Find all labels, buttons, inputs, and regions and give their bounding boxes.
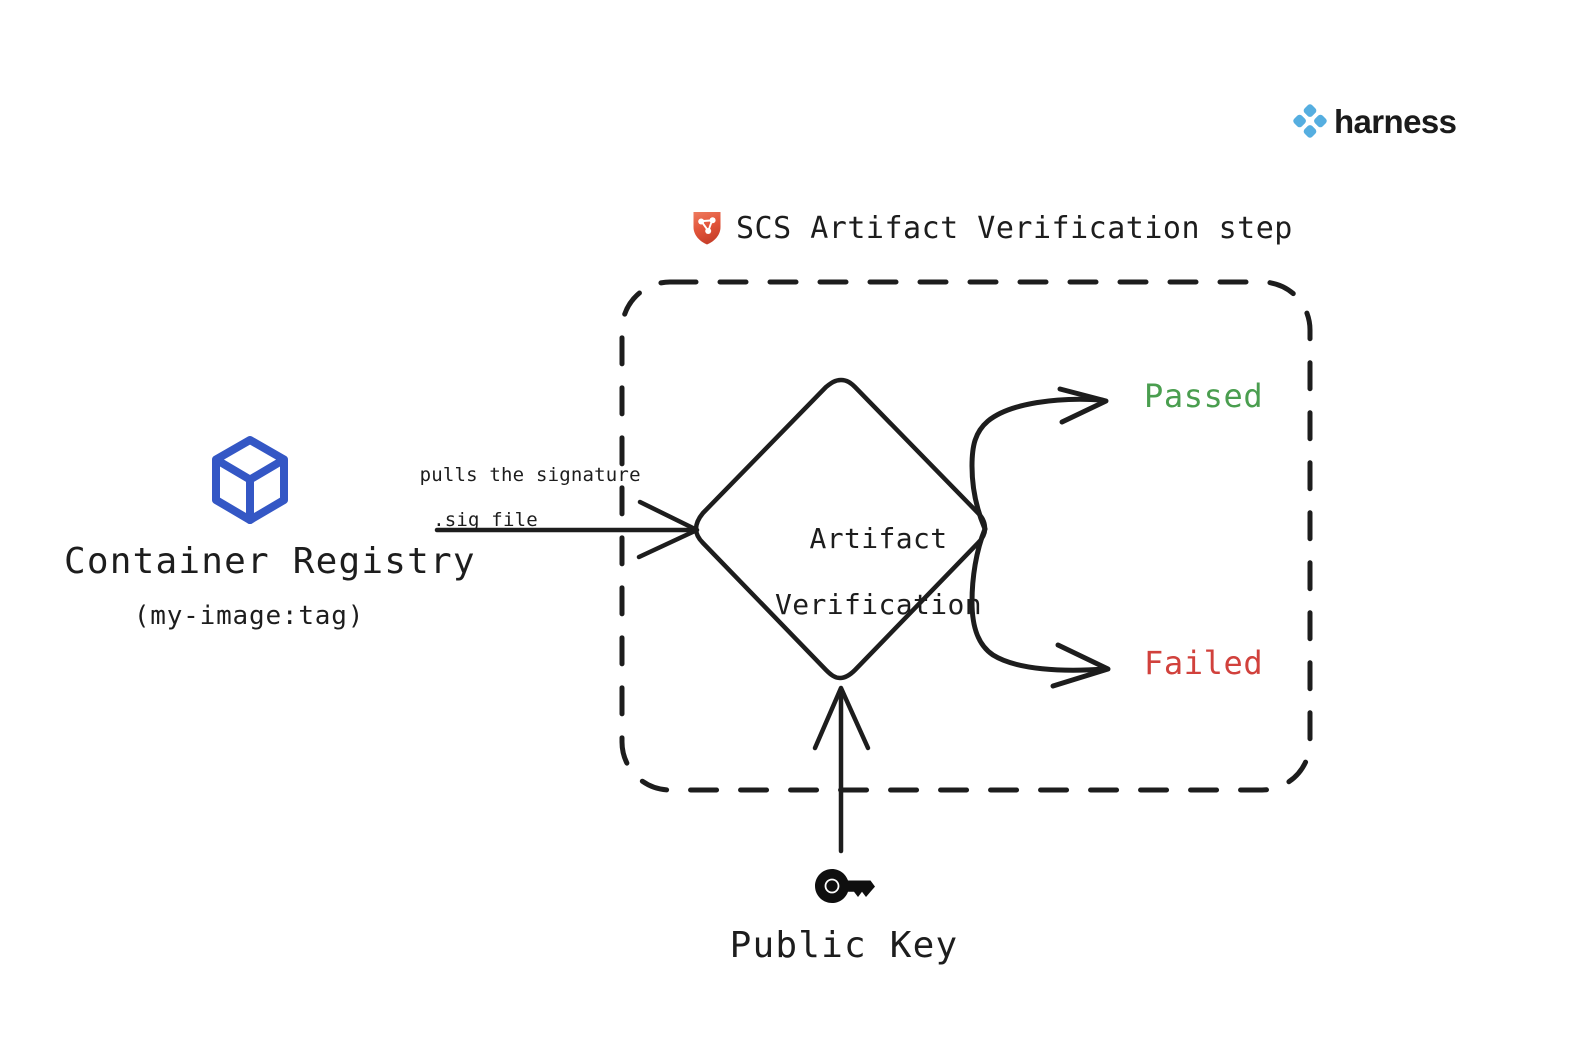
- edge-verification-to-passed-arrowhead: [1057, 386, 1109, 425]
- pulls-signature-edge-label: pulls the signature .sig file: [373, 442, 641, 576]
- edge-publickey-to-verification-arrowhead: [812, 685, 871, 751]
- container-cube-icon: [208, 434, 292, 530]
- edge-verification-to-passed: [969, 396, 1105, 532]
- container-registry-image-tag: (my-image:tag): [133, 601, 365, 631]
- harness-brand: harness: [1292, 102, 1457, 140]
- pulls-signature-line2: .sig file: [433, 509, 538, 532]
- pulls-signature-line1: pulls the signature: [419, 464, 641, 487]
- artifact-verification-label: Artifact Verification: [700, 489, 988, 654]
- harness-diamond-logo-icon: [1293, 104, 1327, 138]
- edge-verification-to-failed-arrowhead: [1050, 642, 1111, 689]
- step-header-label: SCS Artifact Verification step: [736, 210, 1293, 246]
- scs-step-boundary: [619, 279, 1313, 793]
- artifact-verification-line1: Artifact: [809, 522, 948, 556]
- shield-supply-chain-icon: [693, 212, 721, 245]
- outcome-failed-label: Failed: [1144, 644, 1264, 682]
- outcome-passed-label: Passed: [1144, 377, 1264, 415]
- harness-wordmark: harness: [1334, 102, 1457, 140]
- step-header: SCS Artifact Verification step: [692, 210, 1293, 246]
- edge-registry-to-verification-arrowhead: [636, 499, 700, 560]
- key-icon: [812, 866, 878, 912]
- artifact-verification-line2: Verification: [774, 588, 983, 622]
- public-key-label: Public Key: [729, 925, 959, 966]
- edge-verification-to-failed: [969, 526, 1108, 673]
